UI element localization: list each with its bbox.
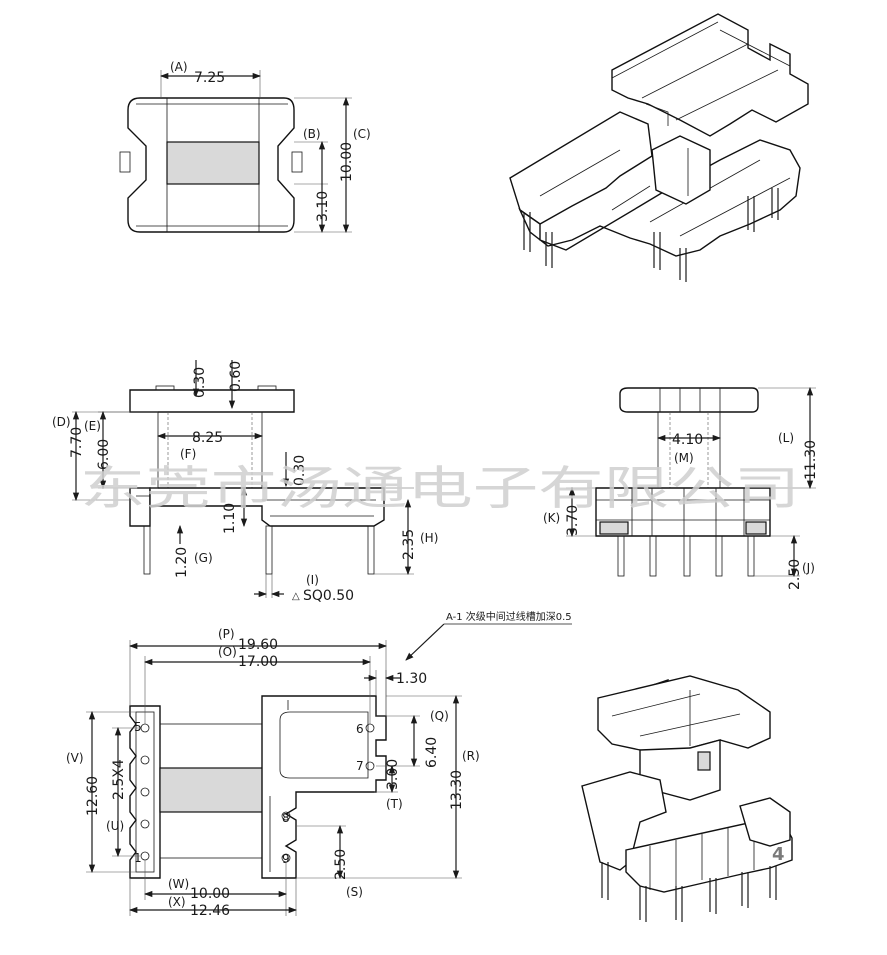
dim-F-letter: (F) xyxy=(180,447,196,461)
side-view: 4.10 (M) (L) 11.30 (K) 3.70 2.50 (J) xyxy=(543,386,819,590)
dim-O-letter: (O) xyxy=(218,645,237,659)
dim-B-value: 3.10 xyxy=(315,191,331,222)
dim-I-letter: (I) xyxy=(306,573,319,587)
svg-text:△: △ xyxy=(292,591,300,602)
dim-top-flange: 0.30 xyxy=(192,367,208,398)
isometric-view-upper xyxy=(509,13,809,282)
dim-K-letter: (K) xyxy=(543,511,560,525)
pin-label-1: 1 xyxy=(134,851,142,865)
dim-P-value: 19.60 xyxy=(238,637,278,653)
dim-W-letter: (W) xyxy=(168,877,189,891)
dim-I-value: SQ0.50 xyxy=(303,588,354,604)
bottom-view-winding xyxy=(159,767,265,813)
company-watermark: 东莞市汤通电子有限公司 xyxy=(80,461,800,515)
dim-slot-width: 1.30 xyxy=(396,671,427,687)
dim-M-value: 4.10 xyxy=(672,432,703,448)
dim-M-letter: (M) xyxy=(674,451,694,465)
dim-H-value: 2.35 xyxy=(401,529,417,560)
note-a1: A-1 次级中间过线槽加深0.5 xyxy=(446,610,572,623)
dim-S-letter: (S) xyxy=(346,885,363,899)
dim-L-letter: (L) xyxy=(778,431,794,445)
dim-V-letter: (V) xyxy=(66,751,84,765)
pin-label-6: 6 xyxy=(356,722,364,736)
top-view-winding xyxy=(166,141,260,185)
dim-A-letter: (A) xyxy=(170,60,188,74)
dim-U-letter: (U) xyxy=(106,819,124,833)
dim-L-value: 11.30 xyxy=(803,440,819,480)
dim-X-letter: (X) xyxy=(168,895,186,909)
top-view: (A) 7.25 (B) 3.10 (C) 10.00 xyxy=(119,60,371,234)
dim-slot-gap: 0.30 xyxy=(292,455,308,486)
dim-O-value: 17.00 xyxy=(238,654,278,670)
dim-base-height: 1.10 xyxy=(222,503,238,534)
dim-R-value: 13.30 xyxy=(449,770,465,810)
dim-V-value: 12.60 xyxy=(85,776,101,816)
dim-G-letter: (G) xyxy=(194,551,213,565)
dim-E-letter: (E) xyxy=(84,419,101,433)
dim-X-value: 12.46 xyxy=(190,903,230,919)
dim-C-letter: (C) xyxy=(353,127,371,141)
dim-J-letter: (J) xyxy=(802,561,815,575)
dim-flange-step: 0.60 xyxy=(228,361,244,392)
pin-label-5: 5 xyxy=(134,720,142,734)
dim-R-letter: (R) xyxy=(462,749,480,763)
front-view: (D) 7.70 (E) 6.00 8.25 (F) 0.30 0.60 0.3… xyxy=(52,360,438,604)
dim-D-value: 7.70 xyxy=(69,427,85,458)
dim-B-letter: (B) xyxy=(303,127,321,141)
pin-label-7: 7 xyxy=(356,759,364,773)
dim-J-value: 2.50 xyxy=(787,559,803,590)
pin-label-9: 9 xyxy=(282,852,290,866)
bottom-view: 5 1 6 7 8 9 (P) 19.60 (O) 17.00 1.30 A-1… xyxy=(66,610,572,919)
dim-A-value: 7.25 xyxy=(194,70,225,86)
dim-Q-value: 6.40 xyxy=(424,737,440,768)
dim-G-value: 1.20 xyxy=(174,547,190,578)
dim-E-value: 6.00 xyxy=(96,439,112,470)
dim-K-value: 3.70 xyxy=(565,505,581,536)
pin-label-8: 8 xyxy=(282,811,290,825)
dim-C-value: 10.00 xyxy=(339,142,355,182)
dim-F-value: 8.25 xyxy=(192,430,223,446)
badge-number: 4 xyxy=(772,844,785,865)
dim-D-letter: (D) xyxy=(52,415,71,429)
dim-T-letter: (T) xyxy=(386,797,403,811)
dim-Q-letter: (Q) xyxy=(430,709,449,723)
dim-H-letter: (H) xyxy=(420,531,438,545)
dim-S-value: 2.50 xyxy=(333,849,349,880)
dim-W-value: 10.00 xyxy=(190,886,230,902)
dim-U-value: 2.5X4 xyxy=(111,759,127,800)
isometric-view-lower: 4 xyxy=(581,675,793,922)
dim-T-value: 3.00 xyxy=(385,759,401,790)
dim-P-letter: (P) xyxy=(218,627,235,641)
